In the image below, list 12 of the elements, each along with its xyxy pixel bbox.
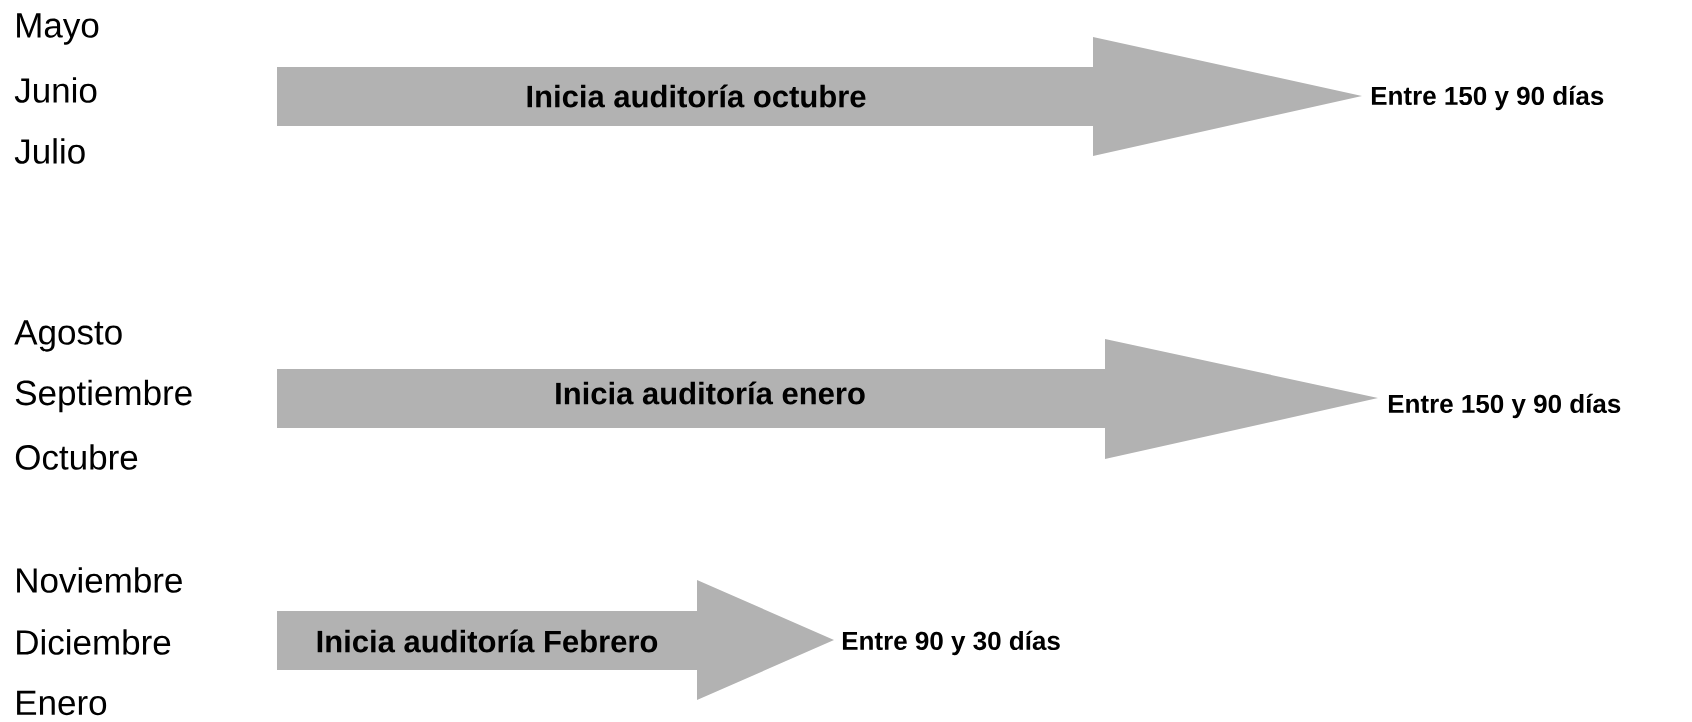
month-label: Agosto [14,320,122,352]
duration-label: Entre 150 y 90 días [1388,393,1621,419]
month-label: Octubre [15,444,138,470]
month-label: Noviembre [17,567,182,593]
month-label: Septiembre [15,379,192,413]
month-label: Mayo [17,13,99,45]
duration-label: Entre 150 y 90 días [1371,85,1604,111]
month-label: Diciembre [17,629,171,655]
month-label: Junio [14,77,97,103]
month-label: Julio [14,138,85,164]
duration-label: Entre 90 y 30 días [842,630,1060,656]
month-label: Enero [17,690,107,716]
